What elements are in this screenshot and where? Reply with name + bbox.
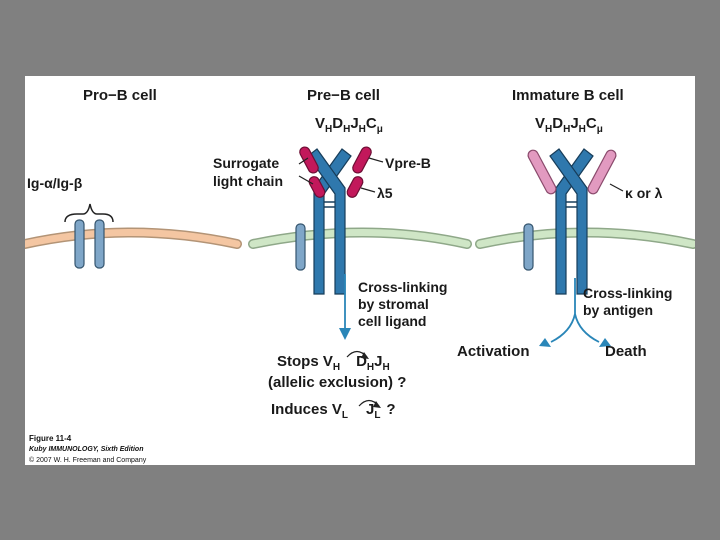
figure-number: Figure 11-4 (29, 434, 72, 443)
vpre-b-pointer (368, 157, 384, 163)
ig-alpha-chain-pro (74, 219, 85, 269)
crosslink-immature-line1: Cross-linking (583, 285, 672, 301)
ig-alpha-chain-immature (523, 223, 534, 271)
light-chain-right (587, 149, 617, 195)
stops-arrowhead (361, 352, 369, 359)
title-pre-b: Pre−B cell (307, 87, 380, 104)
crosslink-immature-line2: by antigen (583, 302, 653, 318)
death-arrowhead (599, 338, 611, 347)
crosslink-arrowhead-pre (339, 328, 351, 340)
ig-alpha-beta-brace (64, 203, 114, 223)
lambda5-left (308, 176, 326, 198)
surrogate-label-line2: light chain (213, 173, 283, 189)
kappa-lambda-label: κ or λ (625, 185, 663, 201)
heavy-chain-genes-pre: VHDHJHCμ (315, 115, 383, 135)
light-chain-pointer (609, 183, 624, 192)
heavy-chain-genes-immature: VHDHJHCμ (535, 115, 603, 135)
surrogate-label-line1: Surrogate (213, 155, 279, 171)
ig-beta-chain-pro (94, 219, 105, 269)
activation-arrow (550, 313, 576, 343)
lambda5-label: λ5 (377, 185, 393, 201)
allelic-exclusion: (allelic exclusion) ? (268, 374, 406, 391)
membrane-pre-b-fill (249, 229, 471, 248)
surrogate-pointer-2 (298, 175, 314, 185)
crosslink-pre-line1: Cross-linking (358, 279, 447, 295)
vpre-b-label: Vpre-B (385, 155, 431, 171)
vpre-b-left (299, 146, 319, 174)
lambda5-pointer (360, 187, 376, 193)
death-arrow (574, 313, 600, 343)
activation-arrowhead (539, 338, 551, 347)
ig-alpha-chain-pre (295, 223, 306, 271)
crosslink-pre-line2: by stromal (358, 296, 429, 312)
death-label: Death (605, 343, 647, 360)
ig-alpha-beta-label: Ig-α/Ig-β (27, 175, 83, 191)
lambda5-right (346, 176, 364, 198)
slide: Pro−B cell Pre−B cell Immature B cell Ig… (25, 76, 695, 465)
book-title: Kuby IMMUNOLOGY, Sixth Edition (29, 446, 144, 453)
membrane-pro-b-fill (25, 229, 241, 248)
heavy-chain-right-immature (549, 148, 588, 295)
title-pro-b: Pro−B cell (83, 87, 157, 104)
crosslink-pre-line3: cell ligand (358, 313, 426, 329)
title-immature-b: Immature B cell (512, 87, 624, 104)
induces-arrowhead (373, 401, 381, 408)
surrogate-pointer (298, 157, 309, 165)
diagram: Pro−B cell Pre−B cell Immature B cell Ig… (25, 87, 695, 421)
light-chain-left (527, 149, 557, 195)
copyright: © 2007 W. H. Freeman and Company (29, 457, 147, 464)
vpre-b-right (352, 146, 372, 174)
activation-label: Activation (457, 343, 530, 360)
